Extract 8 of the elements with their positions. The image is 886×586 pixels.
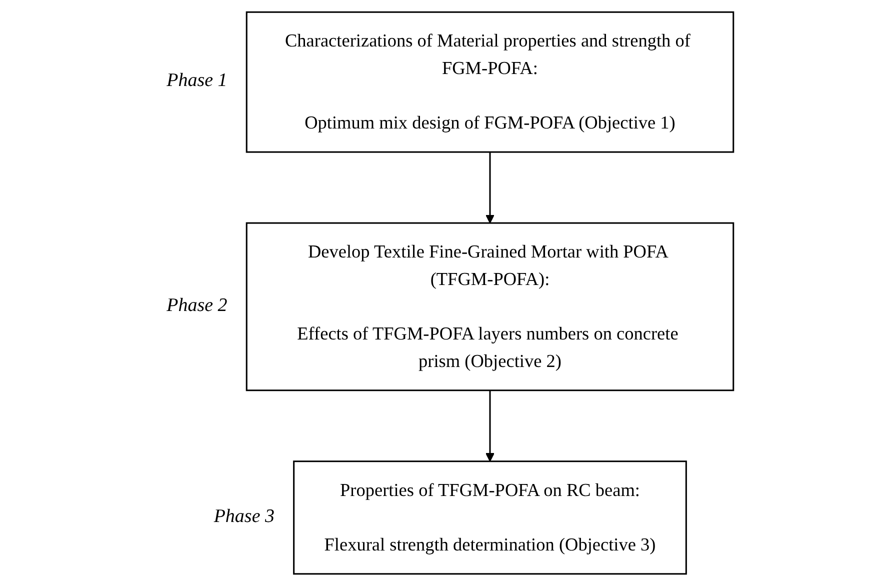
phase-label: Phase 1 [166,70,228,92]
node-box: Develop Textile Fine-Grained Mortar with POFA (TFGM-POFA): Effects of TFGM-POFA layers numbers on concrete prism (Objective 2) [246,222,734,392]
phase-label: Phase 3 [214,506,275,528]
arrow [486,390,494,462]
arrow [486,152,494,224]
node-box: Properties of TFGM-POFA on RC beam: Flexural strength determination (Objective 3) [293,460,687,575]
phase-label: Phase 2 [166,294,228,317]
node-box: Characterizations of Material properties and strength of FGM-POFA: Optimum mix design of FGM-POFA (Objective 1) [246,11,734,153]
